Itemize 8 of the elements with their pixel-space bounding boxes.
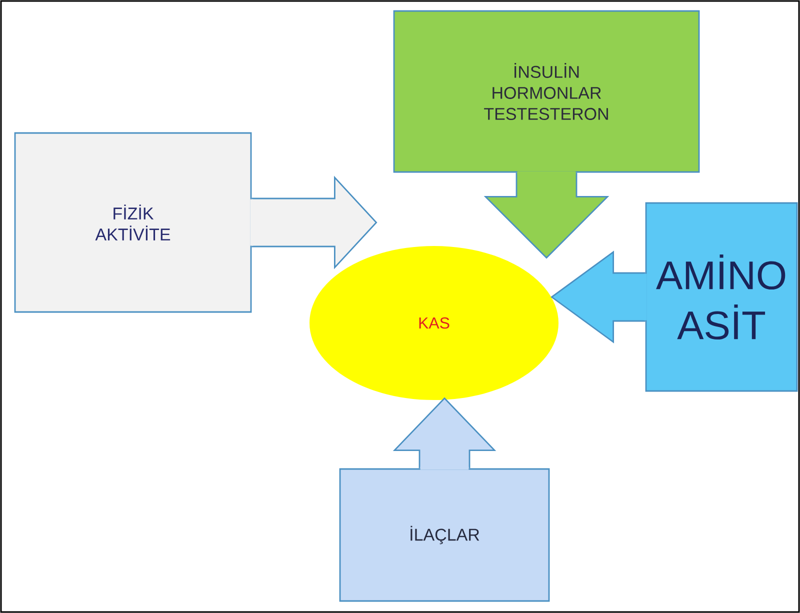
block-arrow [392,397,496,469]
block-arrow [251,176,378,270]
block-arrow [550,250,646,344]
input-box: İNSULİN HORMONLAR TESTESTERON [393,10,700,173]
input-box: İLAÇLAR [339,468,550,602]
block-arrow [484,172,610,259]
input-box: AMİNO ASİT [645,202,798,392]
input-box: FİZİK AKTİVİTE [14,132,252,313]
